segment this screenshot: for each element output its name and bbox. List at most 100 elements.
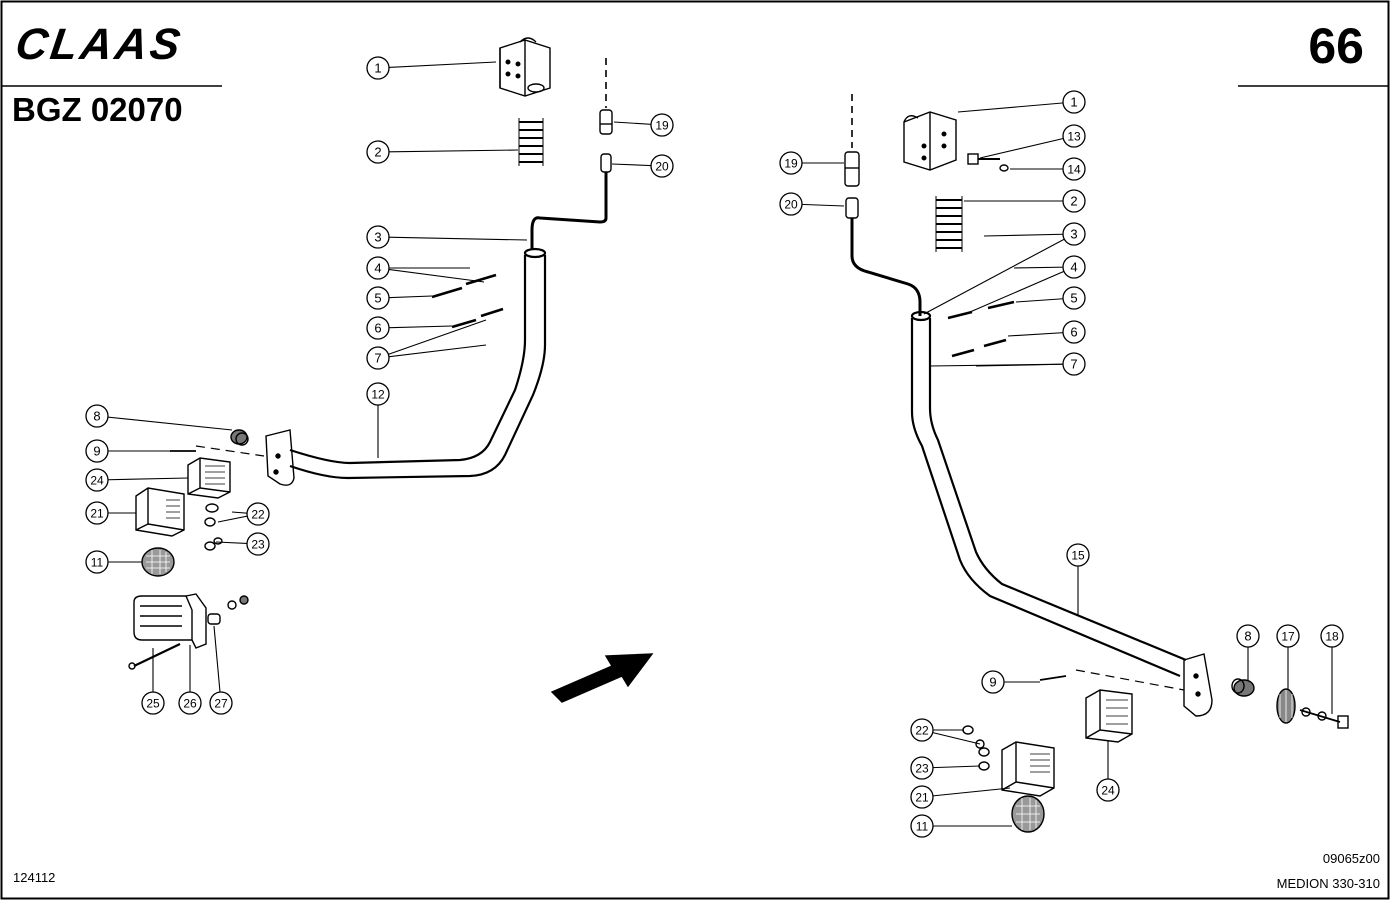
right-callout-label-19: 19 [784,157,798,171]
right-callout-11: 11 [910,814,934,838]
right-lens-part-17 [1276,688,1296,724]
right-screw-part-13 [967,153,1000,165]
left-connector-part-19 [599,109,613,135]
left-callout-label-23: 23 [251,538,265,552]
left-callout-7: 7 [366,346,390,370]
left-callout-20: 20 [650,154,674,178]
right-callout-2: 2 [1062,189,1086,213]
left-callout-1: 1 [366,56,390,80]
left-callout-label-27: 27 [214,697,228,711]
left-leader-line-4 [377,267,485,283]
right-callout-circle-7 [1062,352,1086,376]
right-callout-circle-1 [1062,90,1086,114]
right-callout-3: 3 [1062,222,1086,246]
right-callout-circle-22 [910,718,934,742]
left-callout-label-21: 21 [90,507,104,521]
left-callout-circle-24 [85,468,109,492]
right-housing-part-24 [1085,689,1133,743]
left-cap-part-8 [230,429,249,446]
right-callout-label-21: 21 [915,791,929,805]
right-callout-label-20: 20 [784,198,798,212]
right-callout-circle-15 [1066,543,1090,567]
right-callout-4: 4 [1062,255,1086,279]
left-leader-line-24 [96,477,189,481]
left-pins [431,273,504,329]
left-callout-circle-3 [366,225,390,249]
left-callout-circle-19 [650,113,674,137]
left-leader-line-27 [213,625,222,704]
right-lens-part-11 [1011,795,1045,833]
brand-logo: CLAAS [12,20,187,69]
left-callout-circle-23 [246,532,270,556]
left-connector-part-20 [600,153,612,173]
right-lamp-part-21 [1001,741,1055,797]
left-callout-circle-6 [366,316,390,340]
right-callout-21: 21 [910,785,934,809]
left-callout-circle-27 [209,691,233,715]
page-number: 66 [1308,18,1364,74]
right-callout-label-22: 22 [915,724,929,738]
left-spring-part-2 [518,118,544,166]
left-callout-19: 19 [650,113,674,137]
left-guard-part-26 [133,593,207,649]
right-callout-15: 15 [1066,543,1090,567]
right-callout-20: 20 [779,192,803,216]
left-callout-label-6: 6 [374,321,381,336]
right-callout-label-1: 1 [1070,95,1077,110]
right-callout-label-18: 18 [1325,630,1339,644]
right-callout-circle-13 [1062,124,1086,148]
right-callout-label-5: 5 [1070,291,1077,306]
right-callout-label-15: 15 [1071,549,1085,563]
left-callout-22: 22 [246,502,270,526]
right-callout-9: 9 [981,670,1005,694]
document-number: BGZ 02070 [12,91,183,128]
left-callout-6: 6 [366,316,390,340]
left-callout-label-11: 11 [91,556,104,570]
left-callout-circle-5 [366,286,390,310]
left-callout-label-8: 8 [93,409,100,424]
right-callout-circle-23 [910,756,934,780]
left-leader-line-8 [96,415,233,431]
left-callout-circle-20 [650,154,674,178]
right-callout-5: 5 [1062,286,1086,310]
right-washer-part-14 [999,164,1009,172]
right-callout-8: 8 [1236,624,1260,648]
left-callout-27: 27 [209,691,233,715]
right-callout-circle-5 [1062,286,1086,310]
right-callout-label-24: 24 [1101,784,1115,798]
right-tube-part-15 [910,310,1187,678]
left-callout-8: 8 [85,404,109,428]
left-callout-circle-9 [85,439,109,463]
left-callout-label-24: 24 [90,474,104,488]
right-callout-23: 23 [910,756,934,780]
left-callout-circle-1 [366,56,390,80]
left-callout-9: 9 [85,439,109,463]
right-callout-circle-3 [1062,222,1086,246]
right-callout-1: 1 [1062,90,1086,114]
left-callout-label-7: 7 [374,351,381,366]
right-callout-18: 18 [1320,624,1344,648]
left-callout-circle-11 [85,550,109,574]
left-callout-circle-4 [366,256,390,280]
right-callout-circle-6 [1062,320,1086,344]
left-bolt-part-25 [128,643,181,670]
right-leader-line-21 [921,787,1011,798]
left-callout-label-26: 26 [183,697,197,711]
left-lens-part-11 [141,547,175,577]
left-callout-label-9: 9 [93,444,100,459]
reference-number: 124112 [13,870,56,885]
right-callout-label-23: 23 [915,762,929,776]
right-callout-circle-9 [981,670,1005,694]
right-callout-24: 24 [1096,778,1120,802]
left-cable [530,172,608,250]
left-housing-part-24 [187,457,231,499]
right-callout-19: 19 [779,151,803,175]
right-callout-circle-18 [1320,624,1344,648]
left-callout-circle-7 [366,346,390,370]
right-callout-label-11: 11 [916,820,929,834]
left-bulbs-part-22-23 [204,503,223,551]
left-callout-label-25: 25 [146,697,160,711]
